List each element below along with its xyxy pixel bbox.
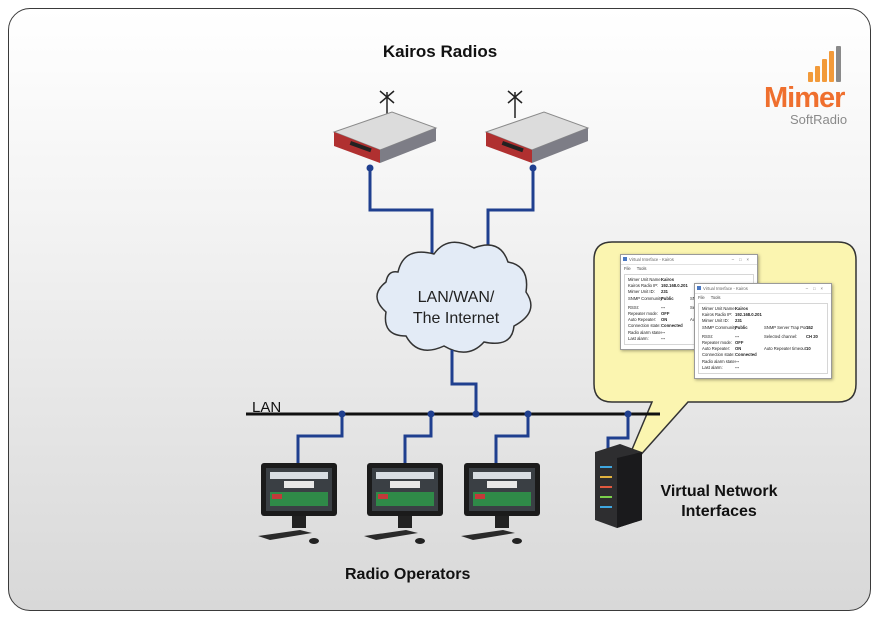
- property-row: Mimer Unit ID: 231: [702, 318, 824, 324]
- property-value: ---: [661, 329, 666, 335]
- window-menu: File Tools: [695, 294, 831, 302]
- property-row: SNMP Community:Public SNMP Server Trap Po…: [702, 325, 824, 331]
- property-key: RSSI:: [702, 333, 713, 339]
- property-value: ---: [661, 304, 666, 310]
- property-key: Connection state:: [702, 352, 735, 358]
- property-row: Connection state:Connected: [628, 323, 750, 329]
- property-value: 231: [661, 289, 668, 295]
- property-key: Kairos Radio IP:: [628, 283, 659, 289]
- property-key: Radio alarm state:: [628, 329, 662, 335]
- property-value: 192.168.0.201: [661, 283, 688, 289]
- property-value: Kairos: [735, 306, 749, 311]
- property-value-2: 162: [806, 324, 813, 330]
- cloud-label-line-1: LAN/WAN/: [417, 289, 495, 306]
- kairos-radio-2: [484, 90, 590, 163]
- vni-label: Virtual Network Interfaces: [654, 482, 784, 522]
- property-row: Kairos Radio IP:192.168.0.201: [702, 312, 824, 318]
- window-titlebar: Virtual Interface - Kairos –□×: [695, 284, 831, 294]
- operator-workstation-1: [258, 463, 337, 544]
- menu-item-tools[interactable]: Tools: [710, 295, 721, 300]
- window-menu: File Tools: [621, 265, 757, 273]
- lan-drops: [296, 414, 630, 470]
- property-key-2: Auto Repeater timeout:: [764, 346, 808, 352]
- property-row: Radio alarm state:---: [702, 359, 824, 365]
- property-key: Mimer Unit Name:: [702, 306, 736, 311]
- operator-workstation-3: [461, 463, 540, 544]
- property-row: Last alarm: ---: [628, 336, 750, 342]
- logo-brand: Mimer: [764, 82, 845, 114]
- property-value: Public: [661, 295, 674, 301]
- property-value: 192.168.0.201: [735, 312, 762, 318]
- property-value: OFF: [735, 339, 744, 345]
- property-row: Mimer Unit Name:Kairos: [628, 277, 750, 283]
- property-row: Repeater mode:OFF: [628, 311, 750, 317]
- property-key: Auto Repeater:: [628, 317, 657, 323]
- menu-item-tools[interactable]: Tools: [636, 266, 647, 271]
- property-value: ---: [735, 358, 740, 364]
- property-value: 231: [735, 318, 742, 324]
- menu-item-file[interactable]: File: [698, 295, 705, 300]
- window-controls: –□×: [805, 286, 828, 291]
- vni-label-line-2: Interfaces: [681, 503, 757, 520]
- property-key: Mimer Unit Name:: [628, 277, 662, 282]
- property-value: ---: [735, 364, 740, 370]
- virtual-interface-server: [595, 444, 642, 528]
- property-value: OFF: [661, 310, 670, 316]
- property-value: Connected: [735, 352, 757, 358]
- property-value: ---: [735, 333, 740, 339]
- window-controls: –□×: [731, 257, 754, 262]
- property-value: ---: [661, 335, 666, 341]
- property-key: Repeater mode:: [702, 339, 733, 345]
- property-value: ON: [661, 317, 668, 323]
- property-key-2: SNMP Server Trap Port:: [764, 324, 810, 330]
- property-key-2: Selected channel:: [764, 333, 798, 339]
- cloud-label: LAN/WAN/ The Internet: [396, 287, 516, 329]
- property-key: SNMP Community:: [702, 324, 738, 330]
- property-key: Connection state:: [628, 323, 661, 329]
- property-key: Kairos Radio IP:: [702, 312, 733, 318]
- property-key: Mimer Unit ID:: [702, 318, 729, 324]
- property-row: RSSI: --- Selected channel: CH 20: [702, 334, 824, 340]
- property-key: Repeater mode:: [628, 310, 659, 316]
- property-key: SNMP Community:: [628, 295, 664, 301]
- property-key: Last alarm:: [628, 335, 649, 341]
- property-value: Connected: [661, 323, 683, 329]
- property-value: ON: [735, 346, 742, 352]
- window-title: Virtual Interface - Kairos: [703, 286, 748, 291]
- network-cloud: [376, 241, 532, 353]
- property-key: Last alarm:: [702, 364, 723, 370]
- diagram-title: Kairos Radios: [382, 42, 498, 61]
- property-row: Radio alarm state:---: [628, 330, 750, 336]
- property-key: RSSI:: [628, 304, 639, 310]
- property-row: Kairos Radio IP:192.168.0.201: [628, 283, 750, 289]
- operator-workstation-2: [364, 463, 443, 544]
- property-value-2: CH 20: [806, 333, 818, 339]
- kairos-radio-1: [332, 90, 438, 163]
- menu-item-file[interactable]: File: [624, 266, 631, 271]
- logo-subtitle: SoftRadio: [790, 112, 848, 127]
- property-row: Connection state:Connected: [702, 352, 824, 358]
- cloud-label-line-2: The Internet: [412, 310, 500, 327]
- vni-label-line-1: Virtual Network: [660, 483, 778, 500]
- property-key: Auto Repeater:: [702, 346, 731, 352]
- mimer-softradio-logo: Mimer SoftRadio: [752, 44, 852, 127]
- radio-operators-label: Radio Operators: [345, 566, 471, 583]
- wan-links: [368, 168, 535, 262]
- property-value-2: 10: [806, 346, 811, 352]
- property-row: Repeater mode:OFF: [702, 340, 824, 346]
- property-row: Auto Repeater: ON Auto Repeater timeout:10: [702, 346, 824, 352]
- property-key: Radio alarm state:: [702, 358, 736, 364]
- property-key: Mimer Unit ID:: [628, 289, 655, 295]
- lan-label: LAN: [252, 399, 282, 416]
- property-value: Public: [735, 324, 748, 330]
- window-titlebar: Virtual Interface - Kairos –□×: [621, 255, 757, 265]
- property-value: Kairos: [661, 277, 675, 282]
- property-row: Mimer Unit ID: 231: [628, 289, 750, 295]
- property-row: Last alarm: ---: [702, 365, 824, 371]
- window-title: Virtual Interface - Kairos: [629, 257, 674, 262]
- property-row: Mimer Unit Name:Kairos: [702, 306, 824, 312]
